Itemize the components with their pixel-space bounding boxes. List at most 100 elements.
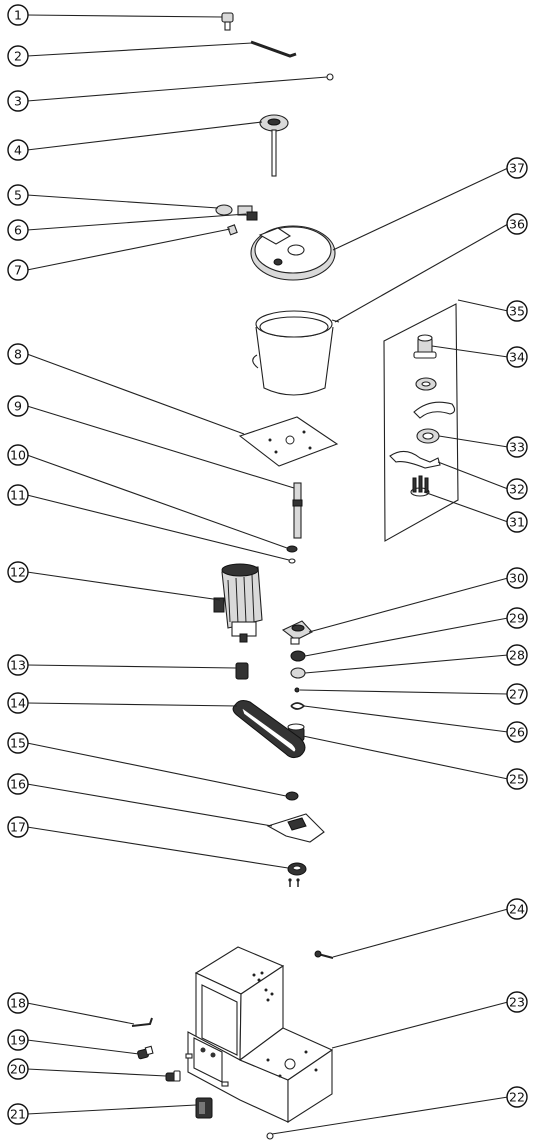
callout-label: 16 bbox=[10, 777, 26, 792]
callout-35: 35 bbox=[506, 300, 528, 322]
callout-label: 34 bbox=[509, 350, 525, 365]
part-motor-pulley bbox=[235, 662, 249, 680]
callout-label: 4 bbox=[14, 143, 22, 158]
callout-label: 27 bbox=[509, 687, 525, 702]
callout-label: 33 bbox=[509, 440, 525, 455]
callout-label: 36 bbox=[509, 217, 525, 232]
callout-21: 21 bbox=[7, 1103, 29, 1125]
part-machine-body bbox=[185, 946, 334, 1124]
callout-2: 2 bbox=[7, 45, 29, 67]
callout-17: 17 bbox=[7, 816, 29, 838]
callout-15: 15 bbox=[7, 732, 29, 754]
callout-label: 29 bbox=[509, 611, 525, 626]
callout-12: 12 bbox=[7, 561, 29, 583]
callout-33: 33 bbox=[506, 436, 528, 458]
callout-24: 24 bbox=[506, 898, 528, 920]
part-knob bbox=[221, 12, 234, 31]
part-spindle-cap bbox=[413, 334, 437, 359]
callout-32: 32 bbox=[506, 478, 528, 500]
part-bowl-lid bbox=[250, 225, 336, 281]
callout-7: 7 bbox=[7, 259, 29, 281]
callout-13: 13 bbox=[7, 654, 29, 676]
leader-lines bbox=[26, 14, 509, 1135]
callout-label: 1 bbox=[14, 8, 22, 23]
callout-label: 13 bbox=[10, 658, 26, 673]
callout-5: 5 bbox=[7, 184, 29, 206]
part-switch-box bbox=[195, 1097, 213, 1119]
callout-29: 29 bbox=[506, 607, 528, 629]
part-dough-hook bbox=[389, 450, 441, 469]
callout-16: 16 bbox=[7, 773, 29, 795]
callout-label: 19 bbox=[10, 1033, 26, 1048]
callout-22: 22 bbox=[506, 1086, 528, 1108]
callout-label: 26 bbox=[509, 725, 525, 740]
callout-3: 3 bbox=[7, 90, 29, 112]
part-ring-28 bbox=[290, 667, 306, 679]
part-ball bbox=[294, 687, 300, 693]
callout-27: 27 bbox=[506, 683, 528, 705]
part-switch bbox=[137, 1045, 154, 1060]
part-rod bbox=[250, 40, 297, 58]
part-small-screw bbox=[266, 1132, 274, 1140]
callout-6: 6 bbox=[7, 219, 29, 241]
callout-label: 18 bbox=[10, 996, 26, 1011]
callout-label: 2 bbox=[14, 49, 22, 64]
callout-30: 30 bbox=[506, 567, 528, 589]
callout-label: 9 bbox=[14, 399, 22, 414]
callout-28: 28 bbox=[506, 644, 528, 666]
callout-label: 8 bbox=[14, 347, 22, 362]
part-pin bbox=[326, 73, 334, 81]
part-small-rod bbox=[131, 1017, 153, 1027]
callout-19: 19 bbox=[7, 1029, 29, 1051]
callout-label: 6 bbox=[14, 223, 22, 238]
callout-18: 18 bbox=[7, 992, 29, 1014]
callout-label: 22 bbox=[509, 1090, 525, 1105]
part-washer-small bbox=[288, 558, 296, 564]
part-control-knob bbox=[165, 1070, 181, 1082]
callout-label: 24 bbox=[509, 902, 525, 917]
part-hook bbox=[413, 401, 456, 419]
part-circlip bbox=[290, 702, 306, 710]
callout-label: 17 bbox=[10, 820, 26, 835]
callout-label: 10 bbox=[10, 448, 26, 463]
callout-label: 11 bbox=[10, 488, 26, 503]
callout-label: 37 bbox=[509, 161, 525, 176]
part-screw bbox=[227, 224, 238, 236]
part-gear-head bbox=[281, 620, 313, 645]
callout-label: 20 bbox=[10, 1062, 26, 1077]
callout-label: 3 bbox=[14, 94, 22, 109]
callout-10: 10 bbox=[7, 444, 29, 466]
callout-label: 21 bbox=[10, 1107, 26, 1122]
parts bbox=[131, 12, 459, 1140]
callout-label: 28 bbox=[509, 648, 525, 663]
part-lower-bearing bbox=[287, 862, 307, 887]
part-lid-shaft bbox=[259, 114, 289, 177]
part-bushing bbox=[290, 650, 306, 662]
callouts: 1 2 3 4 5 6 7 8 9 10 11 12 13 14 15 16 1… bbox=[7, 4, 528, 1125]
part-base-plate bbox=[238, 416, 339, 467]
part-bracket bbox=[215, 204, 258, 221]
callout-4: 4 bbox=[7, 139, 29, 161]
callout-label: 30 bbox=[509, 571, 525, 586]
callout-20: 20 bbox=[7, 1058, 29, 1080]
part-mount-bracket bbox=[266, 813, 325, 843]
part-motor bbox=[213, 563, 263, 643]
callout-label: 12 bbox=[10, 565, 26, 580]
callout-label: 15 bbox=[10, 736, 26, 751]
part-holder bbox=[410, 475, 430, 497]
part-bearing-hole bbox=[422, 432, 434, 440]
callout-label: 14 bbox=[10, 696, 26, 711]
callout-9: 9 bbox=[7, 395, 29, 417]
part-accessory-panel bbox=[383, 303, 459, 542]
callout-label: 5 bbox=[14, 188, 22, 203]
callout-25: 25 bbox=[506, 768, 528, 790]
part-ring-hole bbox=[421, 381, 431, 387]
callout-8: 8 bbox=[7, 343, 29, 365]
callout-label: 35 bbox=[509, 304, 525, 319]
part-belt bbox=[232, 700, 306, 759]
part-bowl bbox=[252, 310, 340, 396]
callout-37: 37 bbox=[506, 157, 528, 179]
callout-23: 23 bbox=[506, 991, 528, 1013]
callout-31: 31 bbox=[506, 511, 528, 533]
